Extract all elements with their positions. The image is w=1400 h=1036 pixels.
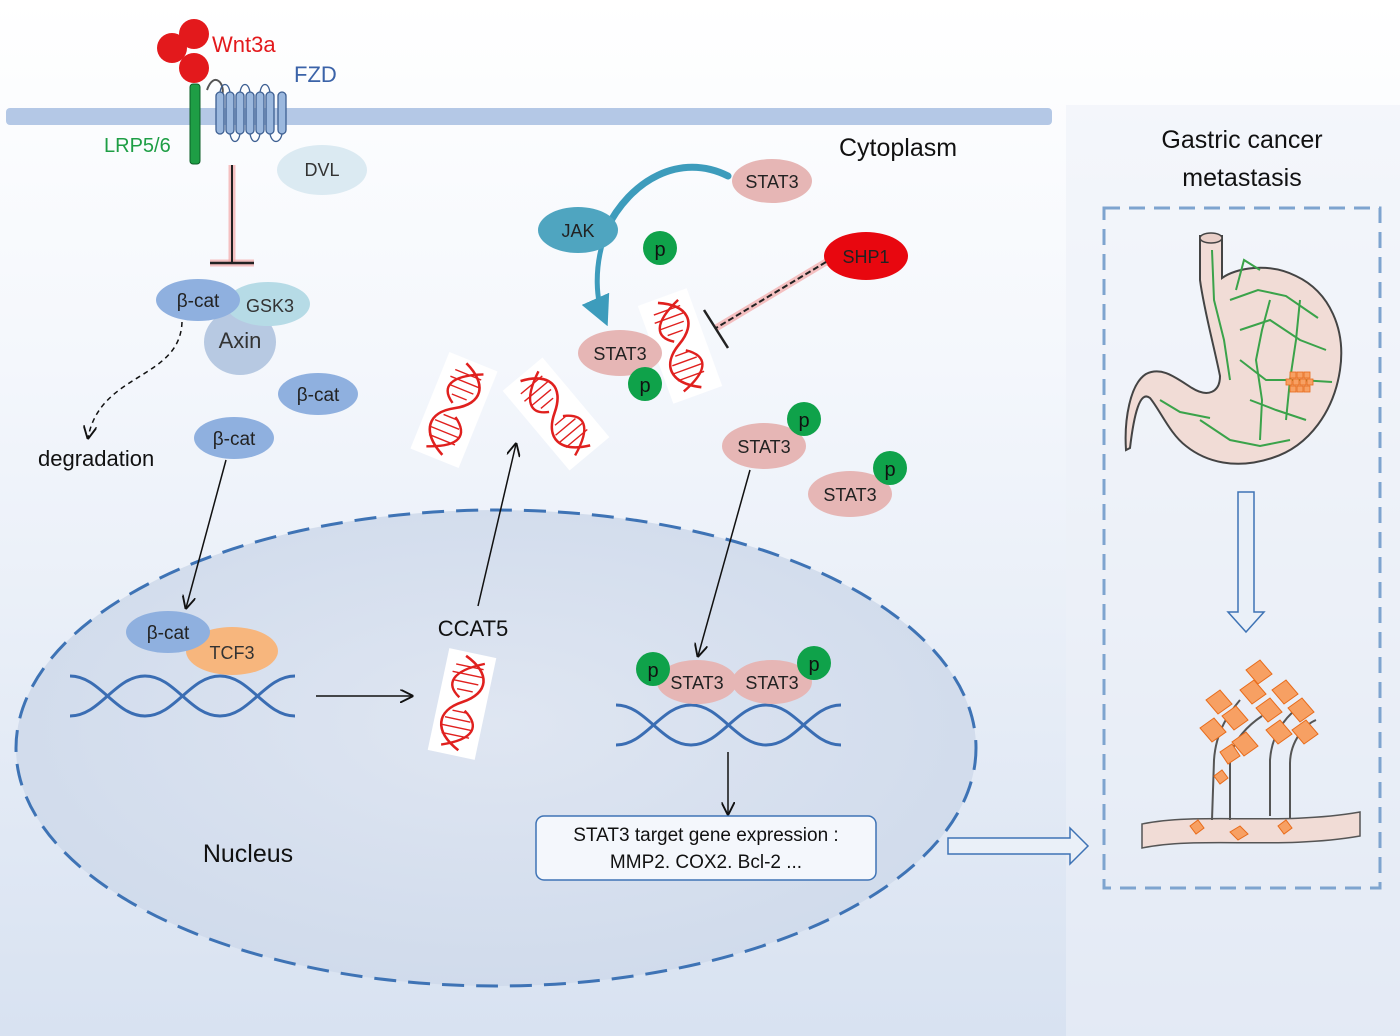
phospho-group-dimer-left-label: p xyxy=(647,660,658,682)
arrow-ccat5-export xyxy=(477,444,516,607)
fzd-label: FZD xyxy=(294,62,337,87)
phospho-group-2-label: p xyxy=(798,410,809,432)
nucleus xyxy=(14,508,978,988)
lrp-receptor xyxy=(189,83,201,165)
beta-cat-free-1-label: β-cat xyxy=(297,385,340,406)
hollow-arrow-to-metastasis xyxy=(947,826,1090,866)
phospho-group-1-label: p xyxy=(639,375,650,397)
tcf3 xyxy=(186,627,278,675)
degradation-label: degradation xyxy=(38,446,154,471)
cytoplasm-label: Cytoplasm xyxy=(839,134,957,162)
target-gene-line2: MMP2. COX2. Bcl-2 ... xyxy=(610,852,802,873)
ccat5-label: CCAT5 xyxy=(438,616,509,641)
stomach-illustration xyxy=(1124,232,1343,465)
gsk3-label: GSK3 xyxy=(246,296,294,316)
target-gene-box xyxy=(535,815,877,881)
phospho-group-jak xyxy=(643,231,677,265)
cell-membrane xyxy=(6,108,1052,125)
gastric-title-line2: metastasis xyxy=(1182,164,1301,192)
fzd-receptor xyxy=(206,78,287,143)
phospho-group-3 xyxy=(873,451,907,485)
beta-cat-free-2 xyxy=(194,417,274,459)
wnt3a-label: Wnt3a xyxy=(212,32,276,57)
phospho-group-jak-label: p xyxy=(654,239,665,261)
nucleus-label: Nucleus xyxy=(203,840,293,868)
right-panel-background xyxy=(1066,105,1400,1036)
stat3-phospho-1 xyxy=(578,330,662,376)
shp1 xyxy=(824,232,908,280)
stat3-dimer-right-label: STAT3 xyxy=(745,673,798,693)
beta-cat-complex xyxy=(156,279,240,321)
wnt3a-ligand xyxy=(157,19,209,83)
stat3-dimer-left xyxy=(657,660,737,704)
stat3-dimer-right xyxy=(732,660,812,704)
vessel-invasion-illustration xyxy=(1141,659,1361,849)
target-gene-line1: STAT3 target gene expression : xyxy=(573,825,838,846)
stat3-unphosphorylated-label: STAT3 xyxy=(745,172,798,192)
phospho-group-dimer-right xyxy=(797,646,831,680)
jak-label: JAK xyxy=(561,221,594,241)
degradation-arrow xyxy=(88,321,183,438)
beta-cat-nuclear xyxy=(126,611,210,653)
phospho-group-2 xyxy=(787,402,821,436)
axin-label: Axin xyxy=(219,328,262,353)
jak xyxy=(538,207,618,253)
inhibition-lrp-to-complex xyxy=(210,165,254,267)
ccat5-rna-cyto-2 xyxy=(502,357,610,471)
ccat5-rna-nuclear xyxy=(427,648,497,760)
dna-right xyxy=(615,703,842,747)
dna-left xyxy=(69,674,296,718)
lrp-label: LRP5/6 xyxy=(104,135,171,157)
dvl xyxy=(277,145,367,195)
arrow-stat3-to-nucleus xyxy=(698,469,751,656)
shp1-label: SHP1 xyxy=(842,247,889,267)
stat3-dimer-left-label: STAT3 xyxy=(670,673,723,693)
stat3-phospho-3 xyxy=(808,471,892,517)
gastric-title-line1: Gastric cancer xyxy=(1161,126,1322,154)
phospho-group-dimer-right-label: p xyxy=(808,654,819,676)
stat3-phospho-2-label: STAT3 xyxy=(737,437,790,457)
dvl-label: DVL xyxy=(304,160,339,180)
beta-cat-complex-label: β-cat xyxy=(177,291,220,312)
phospho-group-1 xyxy=(628,367,662,401)
arrow-beta-cat-to-nucleus xyxy=(186,459,227,608)
beta-cat-nuclear-label: β-cat xyxy=(147,623,190,644)
ccat5-rna-cyto-1 xyxy=(410,352,498,468)
phospho-group-dimer-left xyxy=(636,652,670,686)
stat3-unphosphorylated xyxy=(732,159,812,203)
hollow-arrow-down xyxy=(1226,491,1266,634)
jak-stat3-curve-top xyxy=(602,163,732,234)
metastasis-box xyxy=(1102,206,1382,890)
stat3-phospho-2 xyxy=(722,423,806,469)
stat3-phospho-3-label: STAT3 xyxy=(823,485,876,505)
phospho-group-3-label: p xyxy=(884,459,895,481)
beta-cat-free-2-label: β-cat xyxy=(213,429,256,450)
ccat5-rna-cyto-3 xyxy=(637,288,723,404)
beta-cat-free-1 xyxy=(278,373,358,415)
inhibition-shp1 xyxy=(702,258,828,349)
axin xyxy=(204,309,276,375)
tcf3-label: TCF3 xyxy=(210,643,255,663)
gsk3 xyxy=(226,282,310,326)
stat3-phospho-1-label: STAT3 xyxy=(593,344,646,364)
